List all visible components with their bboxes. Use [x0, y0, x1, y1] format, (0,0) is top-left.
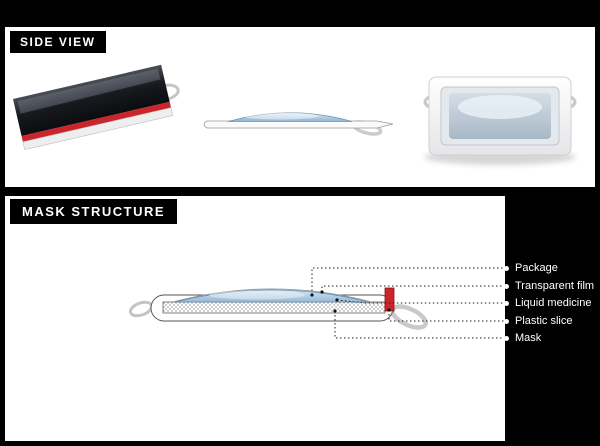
leader-liquid-medicine: [336, 299, 504, 304]
package-outline: [150, 294, 394, 322]
side-view-panel: [5, 27, 595, 187]
label-liquid-medicine-text: Liquid medicine: [515, 297, 592, 309]
leader-plastic-slice: [388, 310, 504, 322]
leader-lines: [311, 267, 504, 339]
figure-packaged-mask-front: [423, 76, 577, 165]
mask-strip: [163, 302, 385, 313]
figure-packaged-mask-angled: [13, 64, 180, 151]
label-plastic-slice: Plastic slice: [504, 315, 572, 327]
ear-loop-right: [390, 304, 428, 330]
liquid-medicine-dome: [174, 289, 370, 303]
leader-endpoints: [310, 290, 391, 313]
mask-strip-bg: [162, 301, 386, 314]
label-plastic-slice-text: Plastic slice: [515, 315, 573, 327]
mask-base: [203, 120, 394, 129]
diagram-mask-assembly: [128, 287, 428, 330]
label-transparent-film: Transparent film: [504, 280, 594, 292]
mask-structure-title-text: MASK STRUCTURE: [22, 204, 166, 219]
ear-loop-left: [128, 300, 154, 318]
label-mask: Mask: [504, 332, 541, 344]
label-liquid-medicine: Liquid medicine: [504, 297, 591, 309]
mask-structure-panel: Package Transparent film Liquid medicine…: [5, 196, 595, 441]
side-view-title: SIDE VIEW: [10, 31, 106, 53]
red-stripe: [21, 101, 172, 142]
dome-highlight: [209, 290, 305, 300]
label-package: Package: [504, 262, 558, 274]
package-sheen: [17, 68, 161, 114]
mask-highlight: [458, 95, 542, 119]
label-column-background: [505, 196, 595, 441]
bullet-dot: [504, 318, 509, 324]
label-transparent-film-text: Transparent film: [515, 280, 595, 292]
side-view-renders: [13, 64, 577, 165]
mask-structure-title: MASK STRUCTURE: [10, 199, 178, 224]
bullet-dot: [504, 335, 509, 341]
package-body: [13, 64, 170, 137]
leader-package: [311, 267, 504, 295]
bullet-dot: [504, 300, 509, 306]
figure-mask-side-profile: [203, 112, 394, 136]
medicine-dome: [227, 112, 353, 122]
leader-mask: [334, 311, 504, 339]
side-view-title-text: SIDE VIEW: [20, 35, 96, 49]
label-mask-text: Mask: [515, 332, 542, 344]
transparent-film: [172, 288, 372, 303]
label-package-text: Package: [515, 262, 558, 274]
plastic-slice: [384, 287, 395, 312]
bullet-dot: [504, 265, 509, 271]
leader-transparent-film: [321, 285, 504, 292]
dome-highlight: [242, 112, 318, 120]
bullet-dot: [504, 283, 509, 289]
white-edge: [22, 107, 174, 151]
